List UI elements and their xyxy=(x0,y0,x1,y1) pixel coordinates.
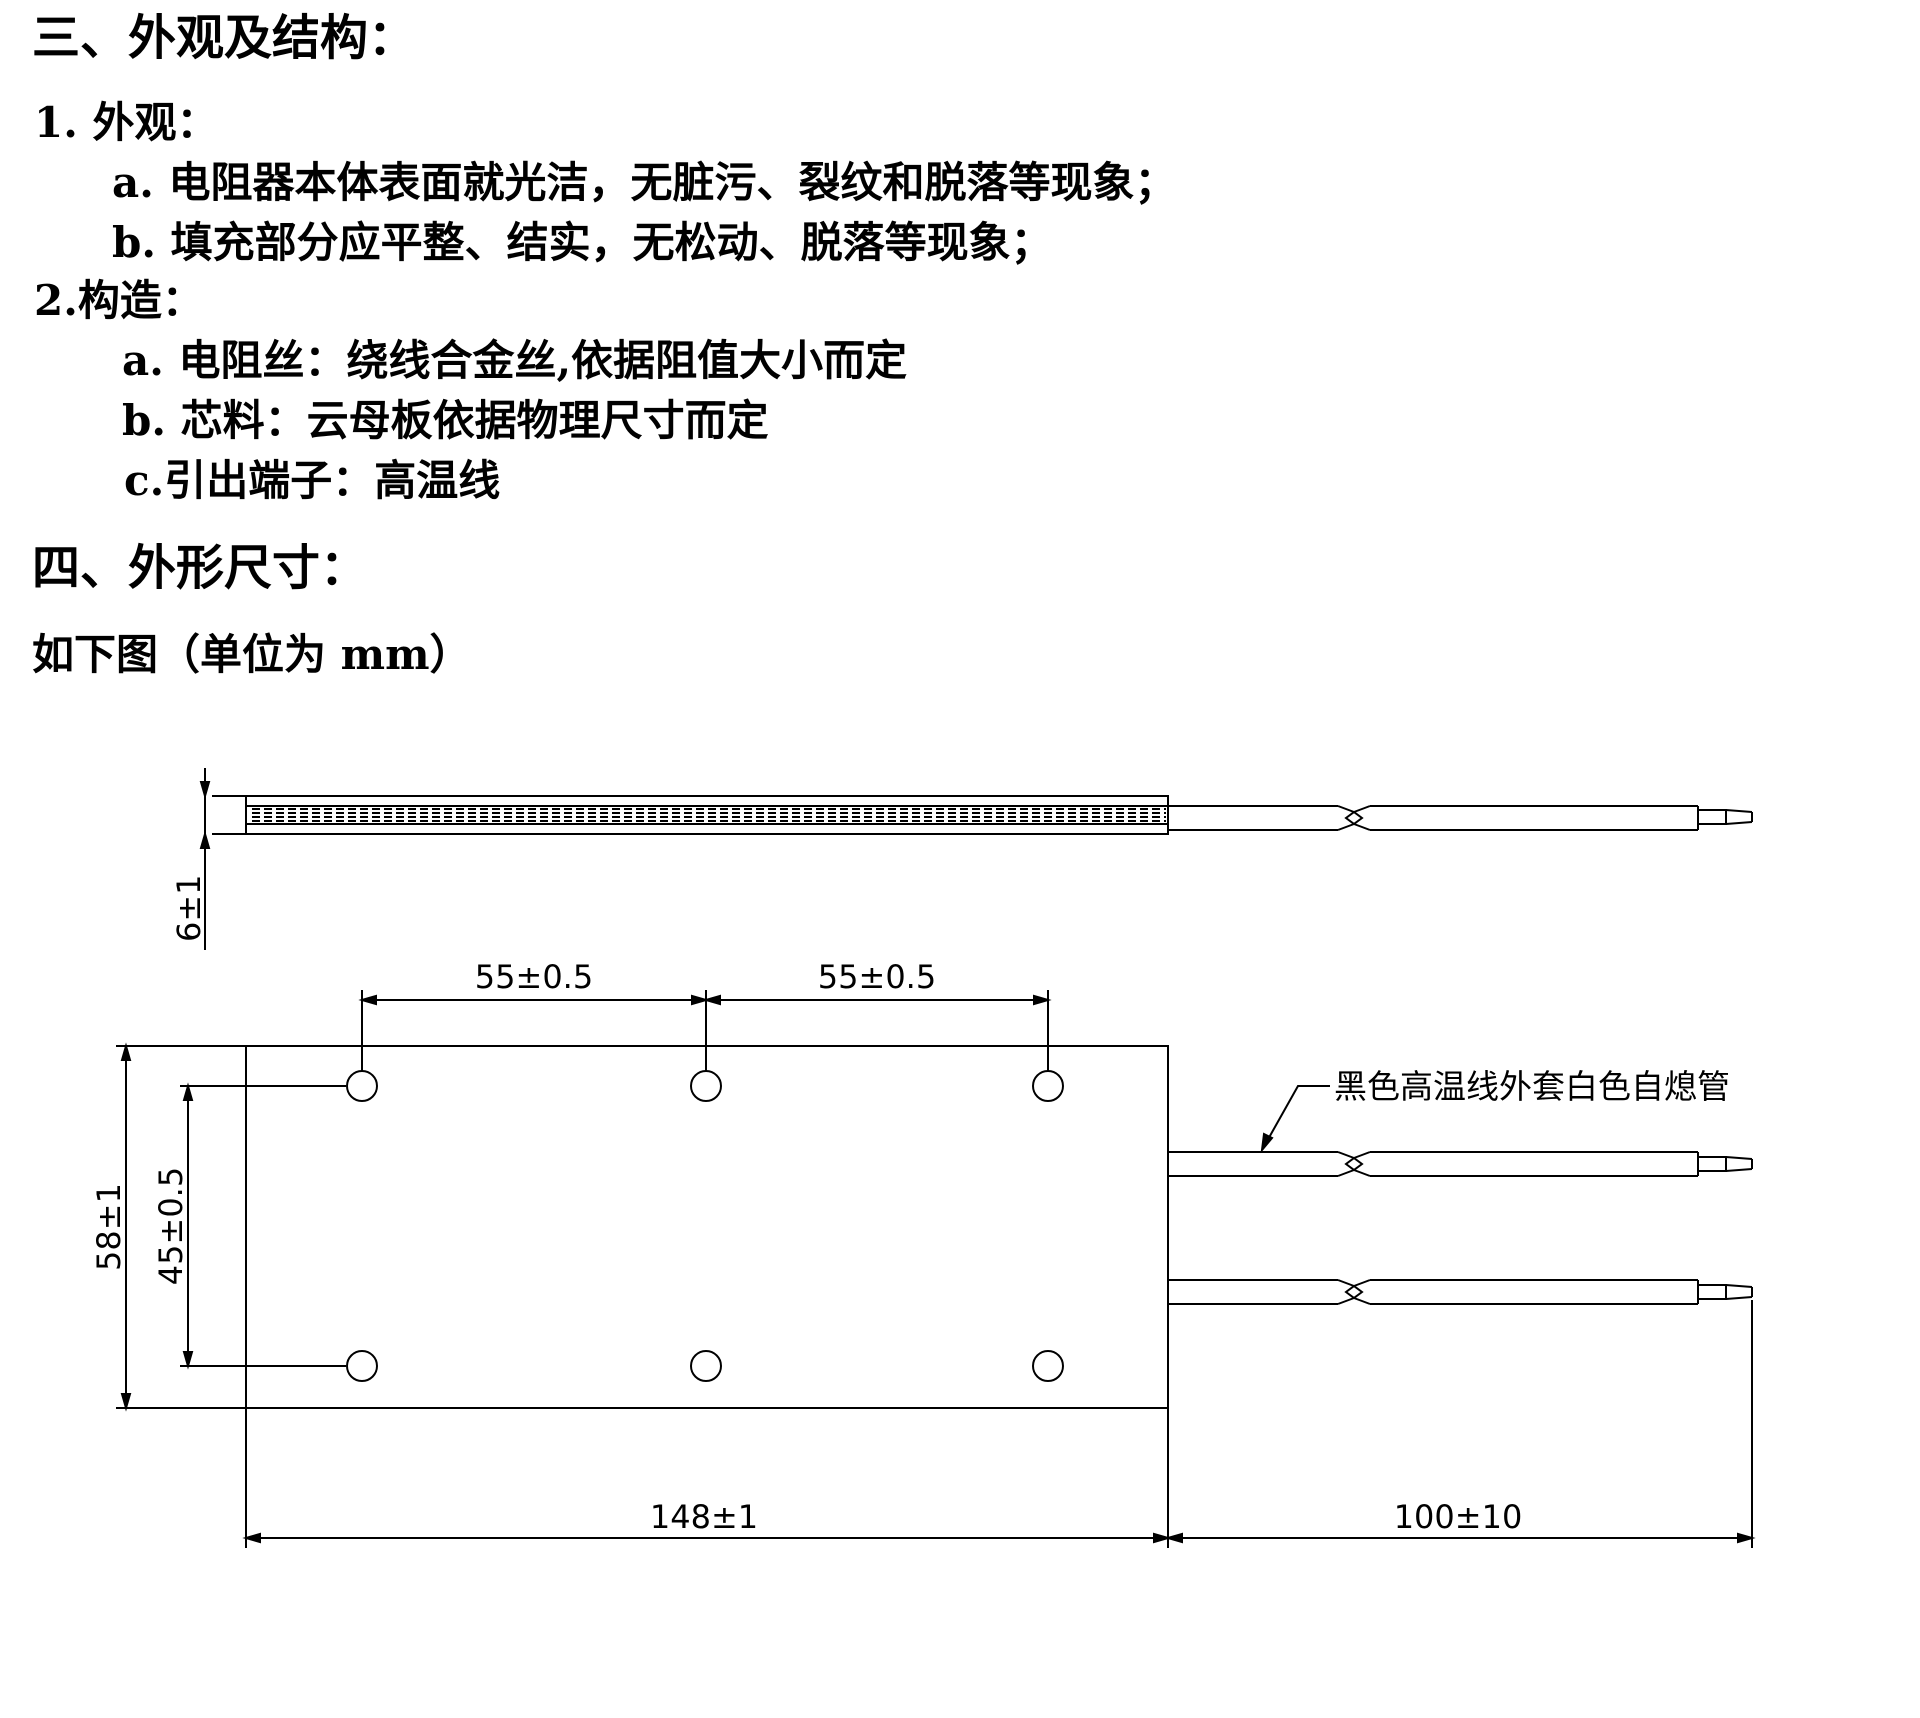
mounting-hole xyxy=(346,1070,378,1102)
mounting-hole xyxy=(346,1350,378,1382)
height-label: 58±1 xyxy=(90,1183,128,1271)
side-body xyxy=(245,795,1169,835)
structure-item-a: a. 电阻丝：绕线合金丝,依据阻值大小而定 xyxy=(122,336,908,385)
hole-vertical-label: 45±0.5 xyxy=(152,1167,190,1285)
side-lead-wire xyxy=(1168,805,1753,831)
hole-spacing-dimension xyxy=(358,990,1052,1072)
lead-length-dimension xyxy=(1164,1300,1756,1548)
side-coil-band xyxy=(248,806,1166,824)
mounting-hole xyxy=(690,1350,722,1382)
section3-title: 三、外观及结构： xyxy=(32,10,417,66)
lead-length-label: 100±10 xyxy=(1394,1498,1523,1536)
wire-note-leader xyxy=(1261,1085,1330,1151)
side-view xyxy=(199,768,1753,950)
hole-vertical-dimension xyxy=(180,1082,346,1370)
mounting-hole xyxy=(690,1070,722,1102)
structure-item-c: c.引出端子：高温线 xyxy=(124,456,501,505)
thickness-dimension xyxy=(199,768,246,950)
hole-spacing-right-label: 55±0.5 xyxy=(818,958,936,996)
section4-subtitle: 如下图（单位为 mm） xyxy=(32,630,472,679)
appearance-item-b: b. 填充部分应平整、结实，无松动、脱落等现象； xyxy=(112,218,1053,267)
appearance-heading: 1. 外观： xyxy=(34,98,219,147)
lead-wire-lower xyxy=(1168,1279,1753,1305)
top-view xyxy=(116,990,1756,1548)
lead-wire-upper xyxy=(1168,1151,1753,1177)
mounting-hole xyxy=(1032,1070,1064,1102)
wire-note: 黑色高温线外套白色自熄管 xyxy=(1334,1067,1730,1106)
hole-spacing-left-label: 55±0.5 xyxy=(475,958,593,996)
section4-title: 四、外形尺寸： xyxy=(32,540,369,596)
length-label: 148±1 xyxy=(650,1498,758,1536)
appearance-item-a: a. 电阻器本体表面就光洁，无脏污、裂纹和脱落等现象； xyxy=(112,158,1177,207)
length-dimension xyxy=(242,1408,1172,1548)
structure-heading: 2.构造： xyxy=(34,276,204,325)
height-dimension xyxy=(116,1042,246,1412)
mounting-hole xyxy=(1032,1350,1064,1382)
thickness-label: 6±1 xyxy=(170,874,208,942)
structure-item-b: b. 芯料：云母板依据物理尺寸而定 xyxy=(122,396,769,445)
